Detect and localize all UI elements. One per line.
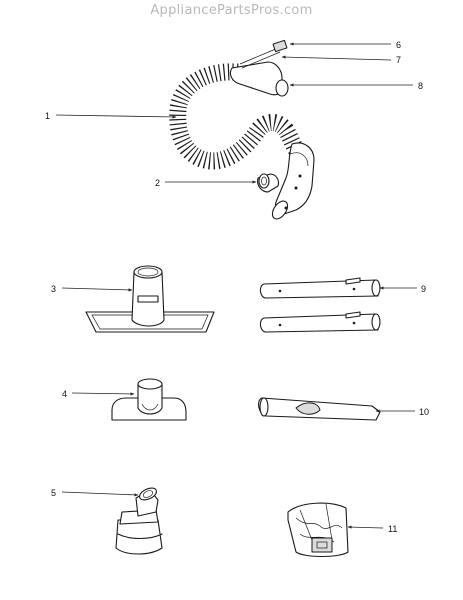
callout-11: 11: [388, 524, 397, 534]
crevice-tool: [257, 397, 381, 421]
callout-5: 5: [51, 488, 56, 498]
hose-assembly: [169, 39, 315, 220]
watermark-text: AppliancePartsPros.com: [150, 3, 313, 18]
callout-10: 10: [419, 407, 429, 417]
callout-6: 6: [396, 40, 401, 50]
leader-lines: [55, 42, 417, 529]
callout-2: 2: [155, 178, 160, 188]
dusting-brush: [115, 487, 163, 555]
upholstery-tool: [111, 378, 187, 421]
extension-wands: [259, 277, 381, 333]
callout-3: 3: [51, 284, 56, 294]
callout-1: 1: [45, 111, 50, 121]
callout-7: 7: [396, 55, 401, 65]
callout-8: 8: [418, 81, 423, 91]
floor-brush: [85, 265, 215, 333]
callout-9: 9: [421, 284, 426, 294]
callout-4: 4: [62, 389, 67, 399]
dust-bag: [287, 502, 349, 558]
hose-collar-ring: [257, 173, 280, 193]
